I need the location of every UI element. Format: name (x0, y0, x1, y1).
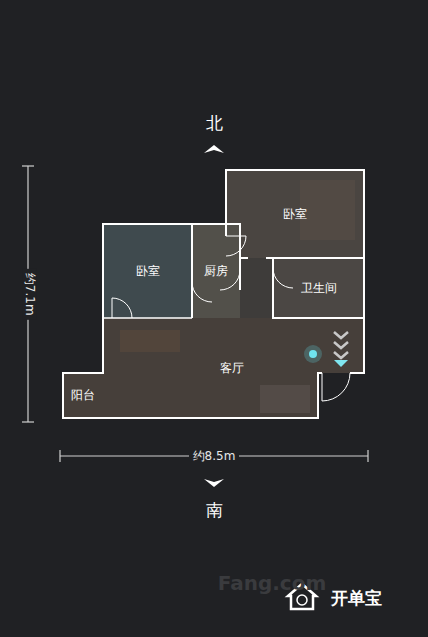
compass-label: 南 (206, 500, 223, 520)
wall (226, 170, 364, 373)
wall (102, 300, 104, 318)
door-arc (192, 282, 212, 302)
doors (112, 236, 350, 401)
room-label: 阳台 (71, 388, 95, 402)
furniture (300, 180, 355, 240)
floor (192, 224, 240, 318)
room-area: 卧室 (226, 170, 364, 258)
room-label: 卧室 (136, 264, 160, 278)
wall (266, 257, 364, 259)
north-chevron (204, 145, 224, 153)
dimension-tick (59, 450, 60, 462)
watermark: Fang.com (218, 571, 327, 595)
dimension-label: 约8.5m (189, 449, 240, 463)
furniture (260, 385, 310, 413)
room-label: 客厅 (220, 361, 244, 375)
door-arc (273, 268, 293, 288)
room-floors (63, 170, 364, 418)
dimension-lines (22, 166, 368, 462)
camera-marker (304, 332, 348, 367)
walls (63, 170, 364, 418)
entry-chevrons (334, 332, 348, 358)
room-label: 卫生间 (301, 281, 337, 295)
room-area: 卫生间 (273, 258, 364, 318)
door-arc (226, 236, 246, 256)
floor (103, 224, 192, 318)
wall (273, 258, 364, 318)
floor (240, 258, 273, 318)
door-arc (112, 298, 132, 318)
furniture (120, 330, 180, 352)
view-dot (309, 350, 317, 358)
dimension-tick (22, 165, 34, 166)
wall (239, 224, 241, 290)
wall (191, 224, 193, 318)
room-area: 阳台 (63, 373, 103, 418)
view-glow (304, 345, 322, 363)
room-area: 卧室 (103, 224, 192, 318)
coin-icon (297, 595, 307, 605)
south-chevron (204, 479, 224, 487)
dimension-tick (367, 450, 368, 462)
room-label: 卧室 (283, 207, 307, 221)
room-label: 厨房 (204, 264, 228, 278)
dimension-tick (22, 421, 34, 422)
dimension-label: 约7.1m (22, 269, 36, 320)
floor (226, 170, 364, 258)
door-arc (322, 373, 350, 401)
room-area: 客厅 (146, 318, 318, 418)
wall (63, 224, 322, 418)
entry-arrow (334, 360, 348, 367)
room-area: 厨房 (192, 224, 240, 318)
floor (273, 258, 364, 318)
brand-logo: 开单宝 (331, 588, 382, 608)
compass-label: 北 (206, 113, 223, 133)
wall (103, 317, 192, 319)
